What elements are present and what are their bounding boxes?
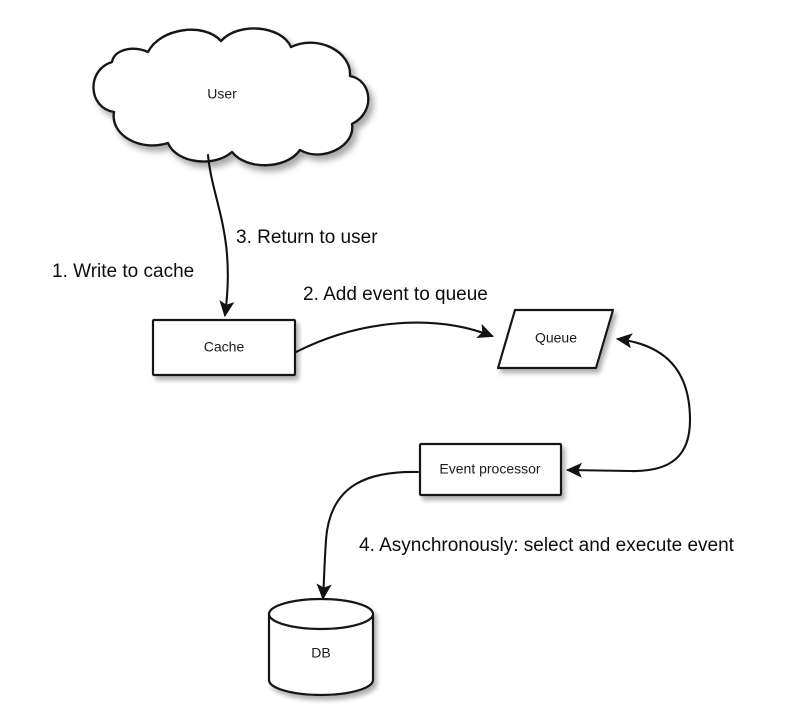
node-db[interactable]: DB [267,597,375,697]
node-event-processor[interactable]: Event processor [418,442,563,497]
edge-cache-to-queue [294,321,494,354]
edge-event-processor-to-db [316,470,420,601]
step-label-4: 4. Asynchronously: select and execute ev… [359,535,735,556]
step-label-3: 3. Return to user [236,227,378,248]
edge-user-to-cache [206,153,235,318]
node-label-db: DB [311,645,330,661]
node-label-event-processor: Event processor [439,461,540,477]
node-queue[interactable]: Queue [496,308,615,370]
node-user[interactable]: User [92,27,370,167]
edge-queue-event-processor [565,333,692,478]
node-label-queue: Queue [535,330,577,346]
node-label-cache: Cache [204,339,245,355]
step-label-2: 2. Add event to queue [303,284,488,305]
node-label-user: User [207,86,237,102]
step-label-1: 1. Write to cache [52,261,194,282]
node-cache[interactable]: Cache [151,318,297,377]
